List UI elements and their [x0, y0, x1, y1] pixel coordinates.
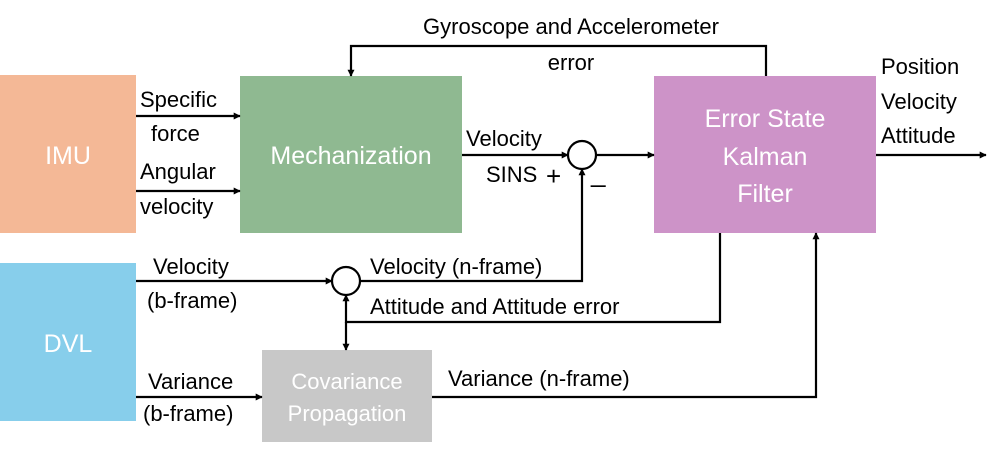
- label-variance-bframe-1: Variance: [148, 369, 233, 394]
- ekf-block: [654, 76, 876, 233]
- label-attitude-error: Attitude and Attitude error: [370, 294, 620, 319]
- label-specific-force-2: force: [151, 121, 200, 146]
- label-velocity-sins-1: Velocity: [466, 126, 542, 151]
- covariance-label-line2: Propagation: [288, 401, 407, 426]
- label-variance-nframe: Variance (n-frame): [448, 366, 630, 391]
- arrow-attitude-error: [342, 233, 722, 324]
- ekf-label-line3: Filter: [737, 180, 793, 208]
- label-dvl-velocity-1: Velocity: [153, 254, 229, 279]
- ekf-label-line1: Error State: [705, 105, 826, 133]
- mechanization-label: Mechanization: [270, 142, 431, 170]
- label-feedback-2: error: [548, 50, 594, 75]
- label-output-1: Position: [881, 54, 959, 79]
- label-velocity-nframe: Velocity (n-frame): [370, 254, 542, 279]
- label-plus-sign: +: [546, 161, 561, 191]
- label-output-3: Attitude: [881, 123, 956, 148]
- label-angular-velocity-2: velocity: [140, 194, 213, 219]
- ekf-label-line2: Kalman: [723, 143, 808, 171]
- covariance-label-line1: Covariance: [291, 369, 402, 394]
- arrow-variance-nframe: [432, 232, 820, 399]
- covariance-block: [262, 350, 432, 442]
- sum-junction-bottom: [330, 265, 362, 297]
- label-velocity-sins-2: SINS: [486, 162, 537, 187]
- label-dvl-velocity-2: (b-frame): [147, 288, 237, 313]
- label-minus-sign: _: [590, 158, 606, 188]
- label-output-2: Velocity: [881, 89, 957, 114]
- label-feedback-1: Gyroscope and Accelerometer: [423, 14, 719, 39]
- label-specific-force-1: Specific: [140, 87, 217, 112]
- dvl-label: DVL: [44, 330, 93, 358]
- mechanization-block: [240, 76, 462, 233]
- imu-block: [0, 75, 136, 233]
- label-variance-bframe-2: (b-frame): [143, 401, 233, 426]
- dvl-block: [0, 263, 136, 421]
- arrow-sensor-error-feedback: [347, 44, 768, 77]
- arrow-velocity-nframe: [360, 168, 586, 283]
- label-angular-velocity-1: Angular: [140, 159, 216, 184]
- imu-label: IMU: [45, 142, 91, 170]
